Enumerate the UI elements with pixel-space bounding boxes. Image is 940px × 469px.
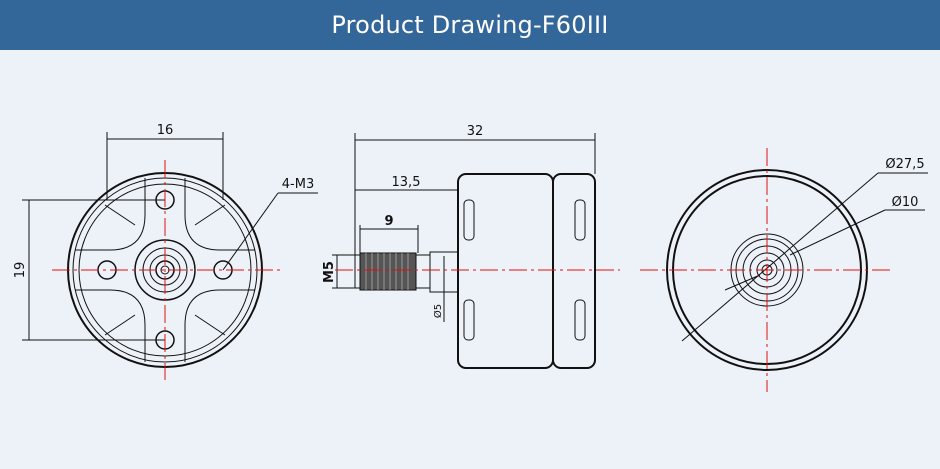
centerlines bbox=[52, 148, 890, 392]
title-bar: Product Drawing-F60III bbox=[0, 0, 940, 50]
shaft-diameter: Ø5 bbox=[432, 304, 444, 318]
shaft-dimension: 13,5 bbox=[392, 175, 421, 190]
height-dimension: 19 bbox=[13, 262, 28, 279]
outer-diameter: Ø27,5 bbox=[885, 157, 924, 172]
front-view bbox=[22, 132, 318, 368]
page-title: Product Drawing-F60III bbox=[331, 11, 609, 39]
inner-diameter: Ø10 bbox=[892, 195, 919, 210]
side-view bbox=[332, 133, 596, 369]
hole-callout: 4-M3 bbox=[282, 177, 314, 192]
length-dimension: 32 bbox=[467, 124, 484, 139]
thread-label: M5 bbox=[322, 261, 337, 283]
width-dimension: 16 bbox=[157, 123, 174, 138]
thread-dimension: 9 bbox=[384, 214, 393, 229]
